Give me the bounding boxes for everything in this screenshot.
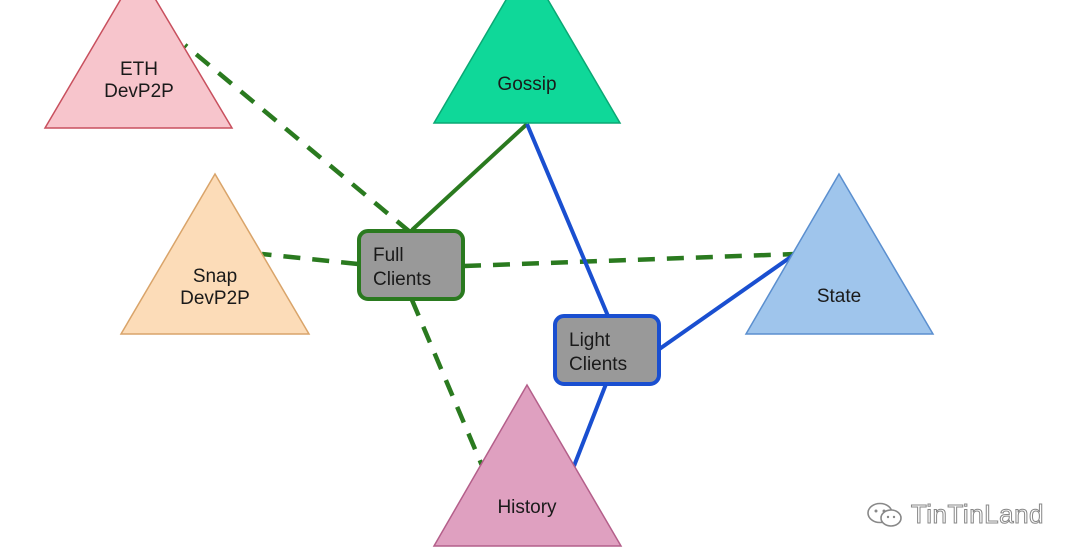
snap-devp2p-label-line2: DevP2P (180, 288, 250, 309)
edge-full-to-state (463, 251, 796, 269)
edge-full-to-snap (261, 251, 359, 267)
light-clients-box (553, 314, 661, 386)
light-clients-label-line2: Clients (569, 354, 627, 375)
snap-devp2p-node: Snap DevP2P (119, 172, 311, 335)
gossip-triangle (432, 0, 622, 124)
edges (183, 43, 797, 469)
state-label: State (817, 286, 861, 307)
full-clients-box (357, 229, 465, 301)
eth-devp2p-triangle (43, 0, 234, 129)
watermark: TinTinLand (865, 499, 1044, 530)
eth-devp2p-label-line2: DevP2P (104, 81, 174, 102)
gossip-label: Gossip (497, 74, 556, 95)
edge-full-to-gossip (410, 122, 529, 232)
gossip-node: Gossip (432, 0, 622, 124)
state-node: State (744, 172, 935, 335)
wechat-icon (867, 502, 902, 527)
edge-light-to-state (656, 252, 797, 352)
history-triangle (432, 383, 623, 547)
full-clients-node: Full Clients (357, 229, 465, 301)
edge-full-to-eth (183, 43, 412, 234)
edge-full-to-history (409, 299, 486, 469)
light-clients-label-line1: Light (569, 330, 611, 351)
full-clients-label-line2: Clients (373, 269, 431, 290)
eth-devp2p-label-line1: ETH (120, 59, 158, 80)
watermark-text: TinTinLand (910, 499, 1044, 530)
full-clients-label-line1: Full (373, 245, 404, 266)
history-node: History (432, 383, 623, 547)
snap-devp2p-label-line1: Snap (193, 266, 237, 287)
snap-devp2p-triangle (119, 172, 311, 335)
history-label: History (497, 497, 557, 518)
edge-light-to-gossip (525, 123, 610, 317)
state-triangle (744, 172, 935, 335)
light-clients-node: Light Clients (553, 314, 661, 386)
edge-light-to-history (572, 383, 608, 467)
eth-devp2p-node: ETH DevP2P (43, 0, 234, 129)
